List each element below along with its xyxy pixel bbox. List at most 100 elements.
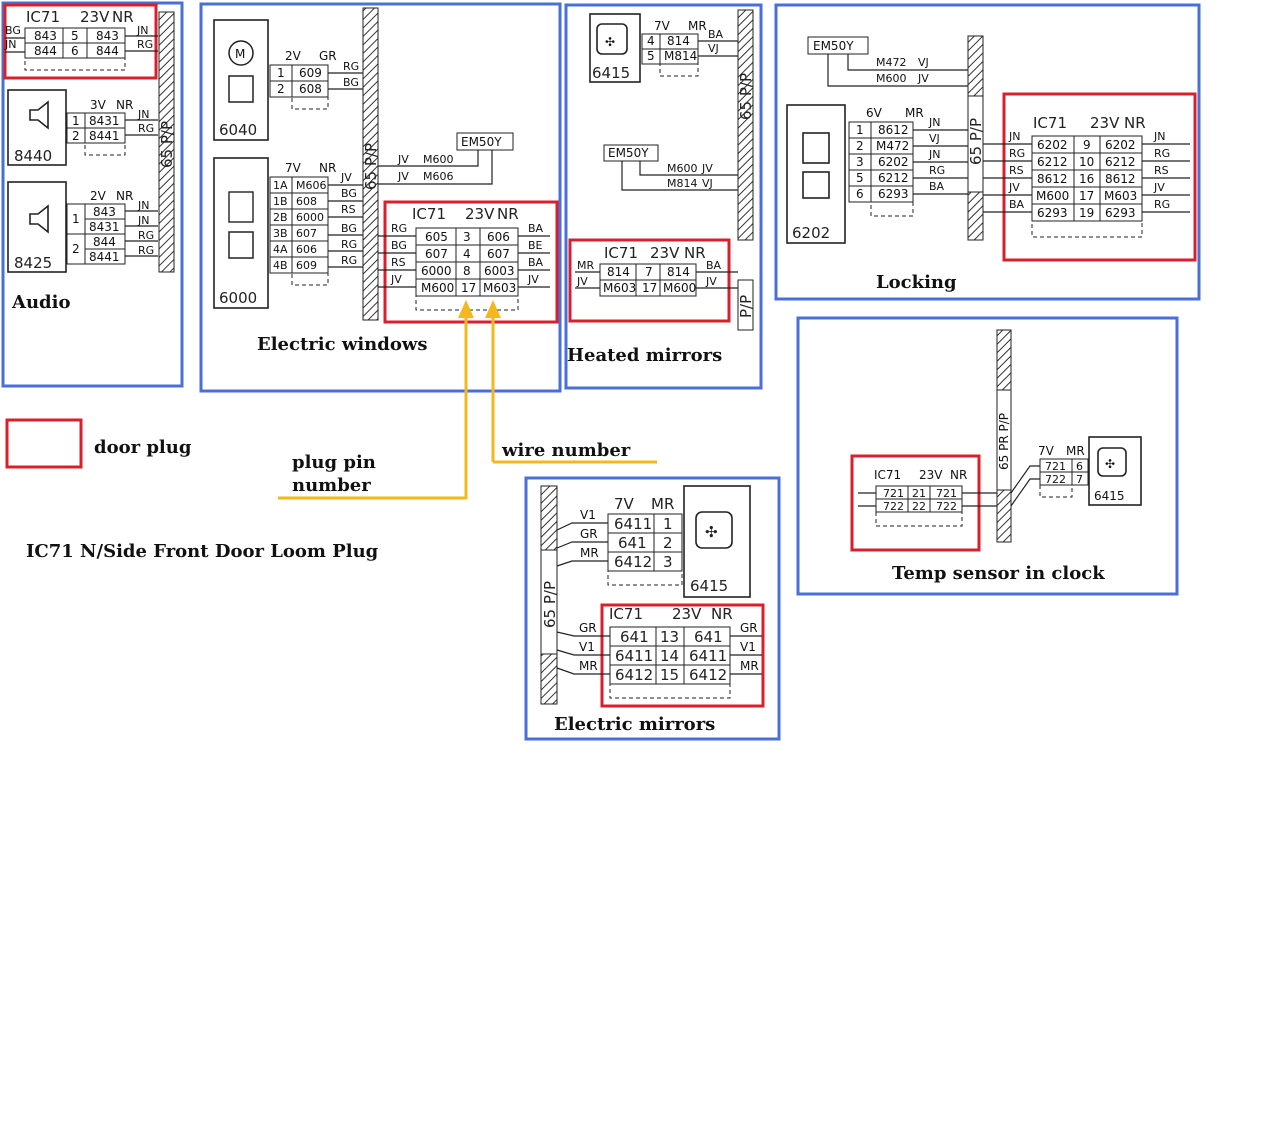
sensor-pin: 7 xyxy=(1076,473,1083,486)
plug-wire: 6003 xyxy=(484,264,515,278)
speaker-wire: 8441 xyxy=(89,250,120,264)
lock-pin: 1 xyxy=(856,123,864,137)
windows-trunk-label: 65 P/P xyxy=(362,143,380,190)
speaker-pin: 2 xyxy=(72,242,80,256)
plug-ways: 23V xyxy=(1090,114,1120,132)
plug-wire: 6293 xyxy=(1037,206,1068,220)
plug-wire: 6212 xyxy=(1105,155,1136,169)
switch-wire-color: JV xyxy=(340,171,352,184)
plug-pin: 9 xyxy=(1083,138,1091,152)
plug-wire: 6412 xyxy=(689,666,727,684)
plug-name: IC71 xyxy=(609,605,643,623)
plug-name: IC71 xyxy=(1033,114,1067,132)
em-wire-color: VJ xyxy=(918,56,929,69)
audio-plug-cell: 844 xyxy=(34,44,57,58)
windows-plug-frame xyxy=(383,200,559,324)
em-wire-color: JV xyxy=(397,170,409,183)
plug-wire-color: BG xyxy=(391,239,407,252)
plug-pin: 3 xyxy=(463,230,471,244)
plug-wire-color: BA xyxy=(528,256,544,269)
windows-caption: Electric windows xyxy=(257,334,427,355)
plug-wire-color: JV xyxy=(1153,181,1165,194)
lock-wire: M472 xyxy=(876,139,909,153)
mirror-wire-color: BA xyxy=(708,28,724,41)
switch-wire-color: RG xyxy=(341,238,357,251)
lock-wire-color: VJ xyxy=(929,132,940,145)
plug-wire-color: V1 xyxy=(579,640,595,654)
switch-wire: M606 xyxy=(296,179,327,192)
plug-pin: 16 xyxy=(1079,172,1094,186)
plug-name: IC71 xyxy=(874,468,901,482)
plug-wire-color: JV xyxy=(390,273,402,286)
mirrors-trunk-label: 65 P/P xyxy=(541,581,559,628)
mirror-wire-color: GR xyxy=(580,527,598,541)
em50y-label: EM50Y xyxy=(813,39,854,53)
lock-conn: 6V xyxy=(866,106,883,120)
plug-pin: 4 xyxy=(463,247,471,261)
switch-pin: 2B xyxy=(273,211,288,224)
lock-wire: 6202 xyxy=(878,155,909,169)
motor-pin: 1 xyxy=(277,66,285,80)
plug-wire: 6411 xyxy=(615,647,653,665)
lock-pin: 2 xyxy=(856,139,864,153)
motor-id: 6040 xyxy=(219,121,257,139)
windows-trunk xyxy=(362,7,379,321)
plug-pin: 17 xyxy=(461,281,476,295)
speaker-8425 xyxy=(7,181,67,273)
audio-plug-frame xyxy=(3,3,158,80)
mirrors-plug-table xyxy=(609,626,731,685)
speaker-wire: 8431 xyxy=(89,220,120,234)
heated-plug-frame xyxy=(568,238,731,323)
plug-color: NR xyxy=(684,244,706,262)
plug-wire: 814 xyxy=(667,265,690,279)
plug-pin: 19 xyxy=(1079,206,1094,220)
plug-wire-color: JV xyxy=(576,275,588,288)
temp-frame xyxy=(796,316,1179,596)
audio-plug-wire-color: RG xyxy=(137,38,153,51)
mirrors-caption: Electric mirrors xyxy=(554,714,715,735)
plug-wire-color: BA xyxy=(528,222,544,235)
plug-wire-color: JN xyxy=(1153,130,1165,143)
mirror-icon xyxy=(695,511,733,549)
lock-motor-id: 6202 xyxy=(792,224,830,242)
plug-wire-color: RS xyxy=(1154,164,1169,177)
audio-plug-pin: 5 xyxy=(71,29,79,43)
mirrors-frame xyxy=(524,476,781,741)
mirror-wire: 6411 xyxy=(614,515,652,533)
locking-frame xyxy=(774,3,1201,301)
temp-trunk-label: 65 PR P/P xyxy=(997,413,1011,470)
plug-pin: 22 xyxy=(912,500,926,513)
plug-wire: 721 xyxy=(883,487,904,500)
legend: door plug xyxy=(5,418,192,469)
windows-frame xyxy=(199,2,562,393)
plug-ways: 23V xyxy=(672,605,702,623)
wire-number-arrow xyxy=(491,306,657,464)
switch-pin: 4A xyxy=(273,243,288,256)
motor-conn-color: GR xyxy=(319,49,337,63)
motor-pin: 2 xyxy=(277,82,285,96)
plug-wire: 641 xyxy=(620,628,649,646)
switch-wire: 606 xyxy=(296,243,317,256)
sensor-wire: 721 xyxy=(1045,460,1066,473)
mirror-icon xyxy=(596,23,628,55)
door-icon xyxy=(802,171,830,199)
mirror-pin: 4 xyxy=(647,34,655,48)
speaker-conn-color: NR xyxy=(116,189,133,203)
plug-wire-color: JV xyxy=(1008,181,1020,194)
audio-plug-ways: 23V xyxy=(80,8,110,26)
plug-pin: 17 xyxy=(1079,189,1094,203)
em-wire-color: JV xyxy=(397,153,409,166)
speaker-wire: 844 xyxy=(93,235,116,249)
lock-pin: 3 xyxy=(856,155,864,169)
plug-name: IC71 xyxy=(412,205,446,223)
plug-ways: 23V xyxy=(650,244,680,262)
plug-wire-color: MR xyxy=(577,259,594,272)
speaker-wire: 843 xyxy=(93,205,116,219)
plug-ways: 23V xyxy=(465,205,495,223)
plug-wire-color: RS xyxy=(1009,164,1024,177)
plug-wire: 722 xyxy=(936,500,957,513)
speaker-id: 8440 xyxy=(14,147,52,165)
plug-wire-color: JN xyxy=(1008,130,1020,143)
speaker-id: 8425 xyxy=(14,254,52,272)
em-wire: M600 xyxy=(423,153,454,166)
